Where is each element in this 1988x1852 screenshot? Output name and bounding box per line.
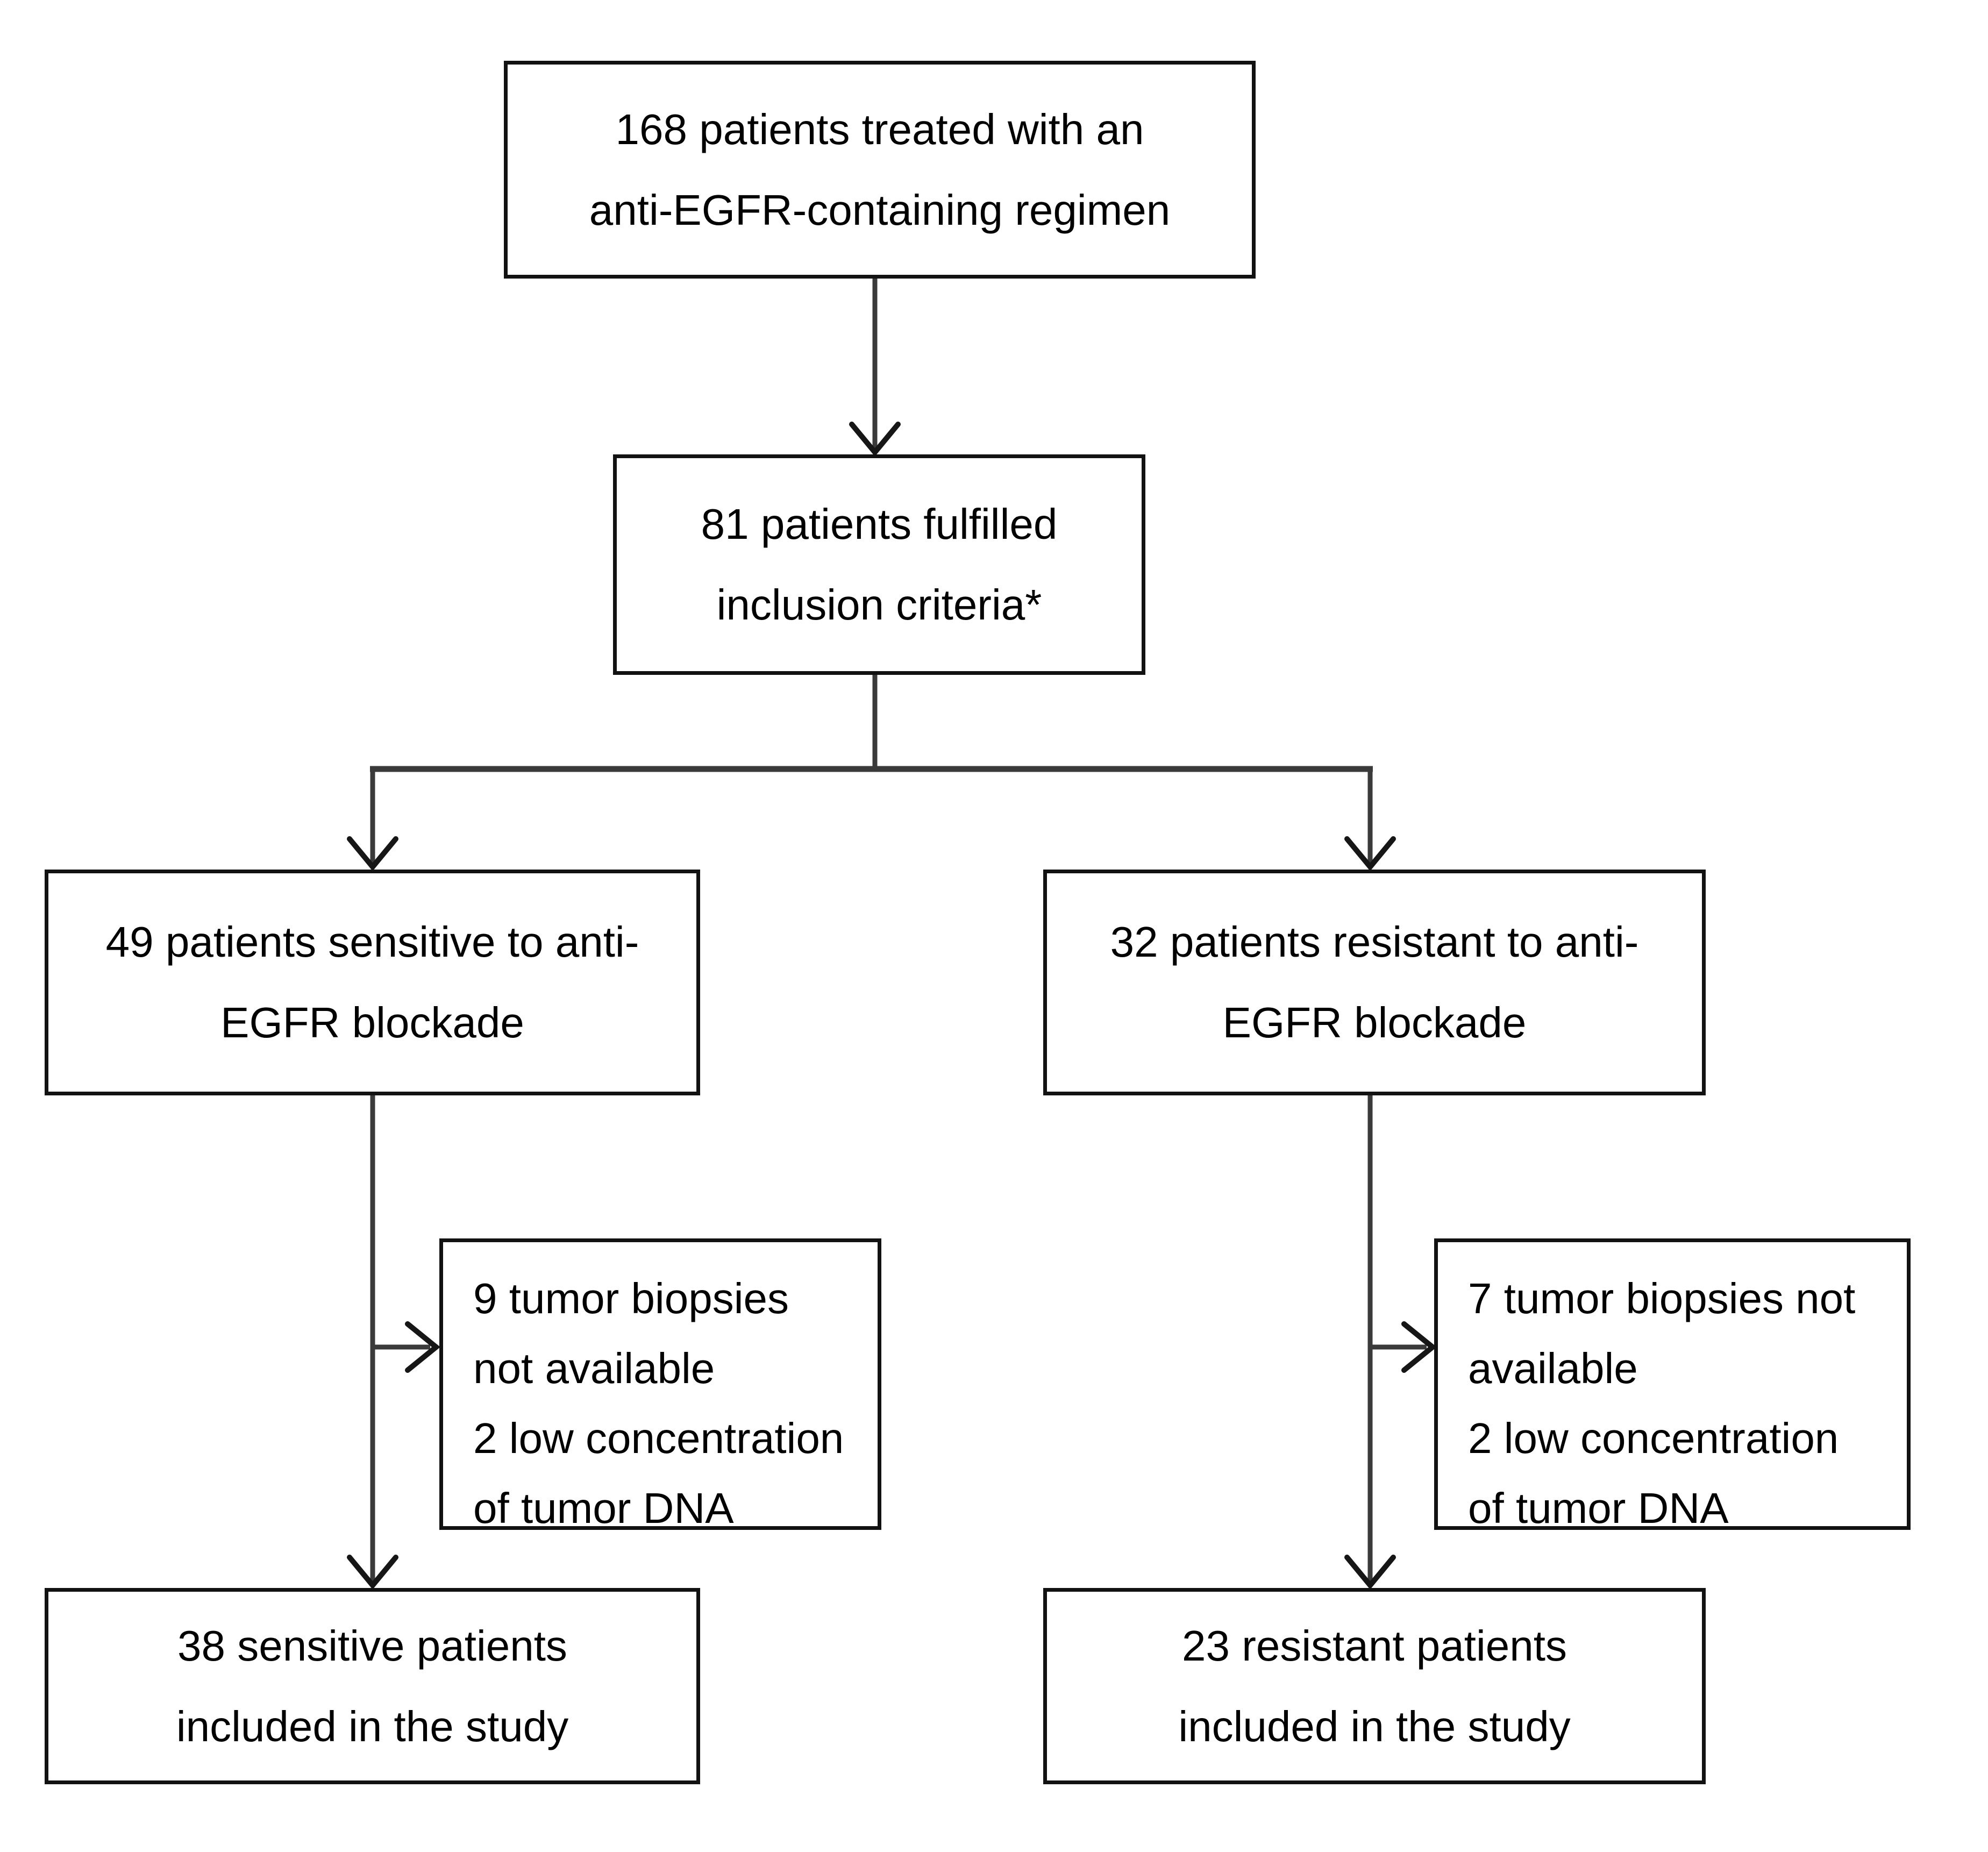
arrow-treated-to-inclusion [849, 279, 901, 457]
node-sensitive-included: 38 sensitive patients included in the st… [45, 1588, 700, 1784]
node-inclusion-line-1: 81 patients fulfilled [701, 500, 1058, 548]
arrow-resistant-to-included [1344, 1095, 1396, 1590]
node-sensitive-included-line-2: included in the study [176, 1702, 569, 1750]
node-sensitive-excluded-line-3: 2 low concentration [473, 1414, 844, 1462]
node-sensitive-excluded-line-1: 9 tumor biopsies [473, 1274, 789, 1322]
node-inclusion-line-2: inclusion criteria* [716, 581, 1042, 629]
node-resistant-excluded-line-2: available [1468, 1344, 1638, 1392]
connector-inclusion-split [370, 675, 1373, 772]
node-sensitive-line-1: 49 patients sensitive to anti- [105, 918, 639, 966]
node-sensitive-excluded-line-2: not available [473, 1344, 715, 1392]
node-resistant-included-line-2: included in the study [1178, 1702, 1571, 1750]
node-treated-line-2: anti-EGFR-containing regimen [589, 186, 1171, 234]
arrow-sensitive-to-excluded [373, 1321, 440, 1373]
node-resistant-line-2: EGFR blockade [1222, 999, 1527, 1046]
node-sensitive-line-2: EGFR blockade [220, 999, 524, 1046]
arrow-sensitive-to-included [347, 1095, 398, 1590]
arrow-split-to-sensitive [347, 769, 398, 871]
node-resistant-excluded-line-3: 2 low concentration [1468, 1414, 1839, 1462]
node-resistant-excluded-line-4: of tumor DNA [1468, 1484, 1729, 1532]
node-resistant-excluded: 7 tumor biopsies not available 2 low con… [1434, 1238, 1911, 1532]
node-sensitive-excluded-line-4: of tumor DNA [473, 1484, 734, 1532]
node-resistant-included: 23 resistant patients included in the st… [1043, 1588, 1706, 1784]
node-treated: 168 patients treated with an anti-EGFR-c… [504, 61, 1256, 279]
arrow-split-to-resistant [1344, 769, 1396, 871]
node-resistant-included-line-1: 23 resistant patients [1182, 1621, 1567, 1670]
node-resistant-line-1: 32 patients resistant to anti- [1110, 918, 1639, 966]
node-sensitive-included-line-1: 38 sensitive patients [177, 1621, 567, 1670]
node-inclusion: 81 patients fulfilled inclusion criteria… [613, 454, 1145, 675]
node-treated-line-1: 168 patients treated with an [615, 105, 1144, 153]
arrow-resistant-to-excluded [1370, 1321, 1437, 1373]
node-sensitive-excluded: 9 tumor biopsies not available 2 low con… [439, 1238, 881, 1532]
node-resistant: 32 patients resistant to anti- EGFR bloc… [1043, 870, 1706, 1095]
node-sensitive: 49 patients sensitive to anti- EGFR bloc… [45, 870, 700, 1095]
node-resistant-excluded-line-1: 7 tumor biopsies not [1468, 1274, 1856, 1322]
